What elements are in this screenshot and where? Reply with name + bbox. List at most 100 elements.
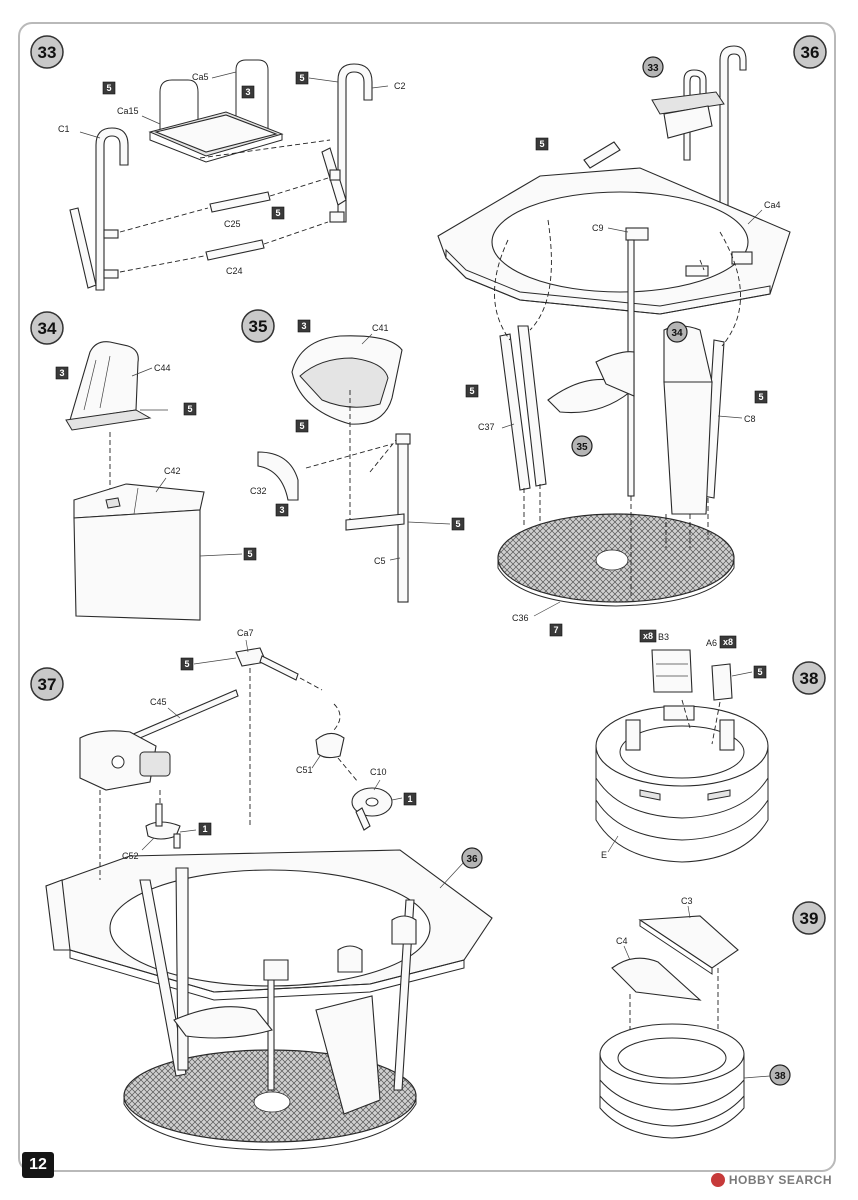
seat-frame-c15 <box>148 59 284 163</box>
plate-c3 <box>638 915 739 1030</box>
label-e: E <box>601 850 607 860</box>
label-c5: C5 <box>374 556 386 566</box>
svg-text:5: 5 <box>106 83 111 93</box>
svg-text:36: 36 <box>466 854 478 865</box>
svg-text:5: 5 <box>455 519 460 529</box>
svg-text:5: 5 <box>758 392 763 402</box>
ref-step-38: 38 <box>769 1064 791 1086</box>
step-35: 35 3 5 3 5 C41 C32 C5 <box>241 309 465 603</box>
rungs-c24-c25 <box>119 139 331 273</box>
watermark-logo-icon <box>710 1173 725 1187</box>
label-c24: C24 <box>226 266 243 276</box>
ring-e <box>595 705 769 863</box>
svg-text:38: 38 <box>800 669 819 688</box>
part-a6 <box>711 663 733 745</box>
svg-text:3: 3 <box>279 505 284 515</box>
color-code-1: 1 <box>403 792 417 806</box>
svg-text:5: 5 <box>757 667 762 677</box>
label-ca7: Ca7 <box>237 628 254 638</box>
posts-37 <box>139 867 417 1115</box>
color-code-3: 3 <box>297 319 311 333</box>
gearbox <box>79 730 171 880</box>
ladder-c1 <box>69 127 129 291</box>
svg-text:x8: x8 <box>643 631 653 641</box>
svg-text:33: 33 <box>647 63 659 74</box>
color-code-5: 5 <box>102 81 116 95</box>
label-c42: C42 <box>164 466 181 476</box>
label-c41: C41 <box>372 323 389 333</box>
color-code-5: 5 <box>535 137 549 151</box>
svg-text:5: 5 <box>299 73 304 83</box>
label-c10: C10 <box>370 767 387 777</box>
label-c8: C8 <box>744 414 756 424</box>
label-c32: C32 <box>250 486 267 496</box>
svg-text:37: 37 <box>38 675 57 694</box>
svg-text:5: 5 <box>299 421 304 431</box>
color-code-3: 3 <box>241 85 255 99</box>
step-37-badge: 37 <box>30 667 64 701</box>
step-39: 39 38 C3 C4 <box>599 896 826 1139</box>
label-c4: C4 <box>616 936 628 946</box>
part-b3 <box>651 649 693 729</box>
svg-text:5: 5 <box>469 386 474 396</box>
label-b3: B3 <box>658 632 669 642</box>
handle-c51 <box>315 703 359 783</box>
pad-c32 <box>257 451 299 501</box>
qty-badge: x8 <box>719 635 737 649</box>
label-c51: C51 <box>296 765 313 775</box>
watermark-text: HOBBY SEARCH <box>728 1173 832 1187</box>
ref-step-34: 34 <box>666 321 688 343</box>
svg-text:38: 38 <box>774 1071 786 1082</box>
post-c37 <box>499 325 547 491</box>
svg-text:33: 33 <box>38 43 57 62</box>
label-c3: C3 <box>681 896 693 906</box>
qty-badge: x8 <box>639 629 657 643</box>
color-code-5: 5 <box>183 402 197 416</box>
label-ca5: Ca5 <box>192 72 209 82</box>
box-c42 <box>73 483 205 621</box>
color-code-5: 5 <box>451 517 465 531</box>
step-38-badge: 38 <box>792 661 826 695</box>
linkage-ca7 <box>235 647 323 828</box>
seat-c41 <box>291 335 403 528</box>
color-code-3: 3 <box>55 366 69 380</box>
svg-text:7: 7 <box>553 625 558 635</box>
svg-text:34: 34 <box>38 319 57 338</box>
svg-text:5: 5 <box>184 659 189 669</box>
page-frame <box>18 22 836 1172</box>
svg-text:35: 35 <box>249 317 268 336</box>
color-code-7: 7 <box>549 623 563 637</box>
step-34: 34 3 5 5 C44 C42 <box>30 311 257 621</box>
svg-text:5: 5 <box>187 404 192 414</box>
step-39-badge: 39 <box>792 901 826 935</box>
label-c44: C44 <box>154 363 171 373</box>
color-code-5: 5 <box>465 384 479 398</box>
color-code-5: 5 <box>271 206 285 220</box>
ring-38 <box>599 1023 745 1139</box>
knob-c52 <box>145 790 181 849</box>
step-33: 33 5 5 3 5 Ca5 Ca15 C1 C2 C25 C24 <box>30 35 406 291</box>
ref-step-36: 36 <box>461 847 483 869</box>
label-c25: C25 <box>224 219 241 229</box>
label-c37: C37 <box>478 422 495 432</box>
label-c1: C1 <box>58 124 70 134</box>
svg-text:1: 1 <box>202 824 207 834</box>
svg-text:34: 34 <box>671 328 683 339</box>
label-c2: C2 <box>394 81 406 91</box>
svg-text:39: 39 <box>800 909 819 928</box>
color-code-5: 5 <box>754 390 768 404</box>
step-36: 36 33 <box>437 35 827 637</box>
svg-text:35: 35 <box>576 442 588 453</box>
label-c36: C36 <box>512 613 529 623</box>
watermark: HOBBY SEARCH <box>710 1170 832 1190</box>
ref-step-33: 33 <box>642 56 664 78</box>
svg-text:5: 5 <box>539 139 544 149</box>
post-c5 <box>305 433 411 603</box>
step-33-badge: 33 <box>30 35 64 69</box>
floor-c36 <box>497 513 735 607</box>
seat-box-34 <box>663 325 713 515</box>
svg-text:3: 3 <box>59 368 64 378</box>
color-code-3: 3 <box>275 503 289 517</box>
